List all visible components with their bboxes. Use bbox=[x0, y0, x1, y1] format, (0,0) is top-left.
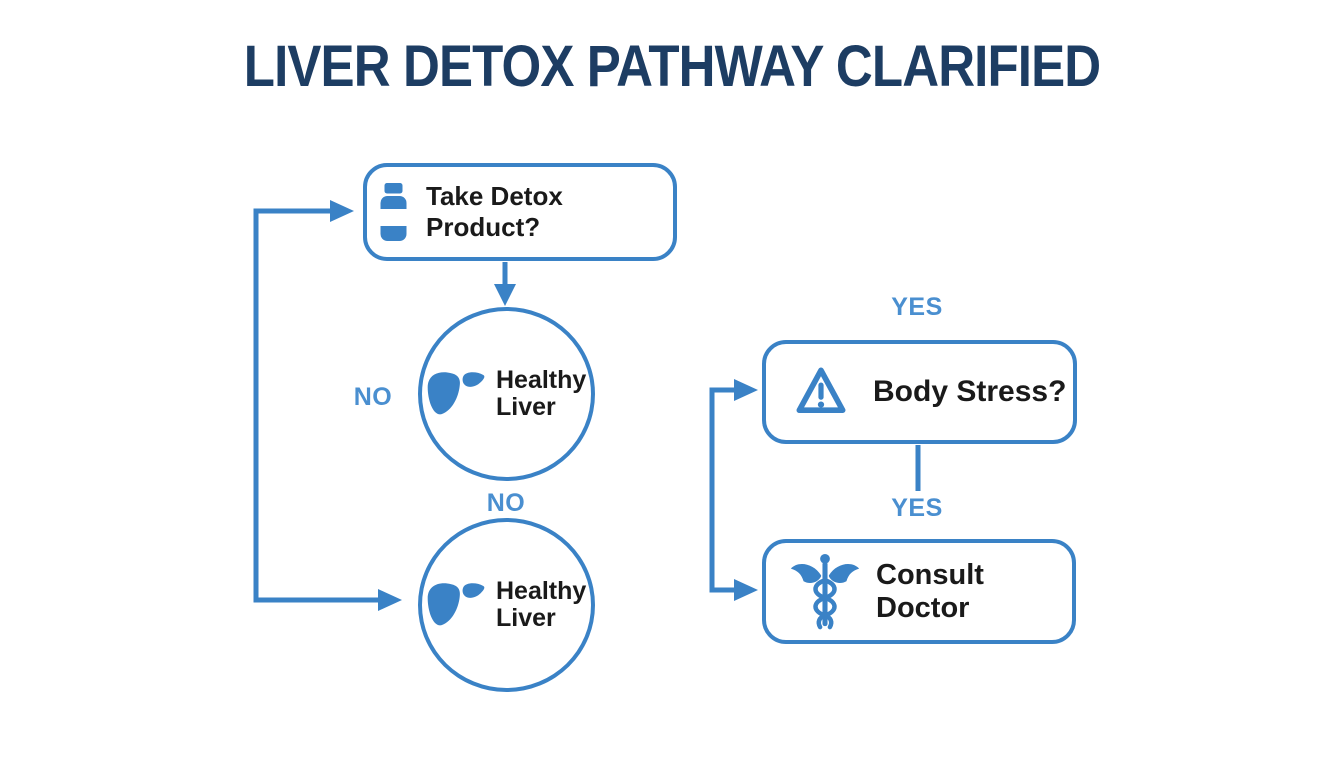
arrowhead bbox=[330, 200, 354, 222]
edge-label-yes-above-consult-doctor: YES bbox=[891, 494, 943, 522]
liver-icon bbox=[425, 370, 487, 418]
node-label: Healthy Liver bbox=[496, 576, 587, 632]
node-label: Body Stress? bbox=[873, 375, 1067, 408]
arrowhead bbox=[734, 379, 758, 401]
edge-right-branch bbox=[709, 387, 736, 593]
arrowhead bbox=[378, 589, 402, 611]
pill-bottle-icon bbox=[380, 183, 407, 241]
node-label: Take Detox Product? bbox=[426, 181, 563, 242]
edge-left-loop bbox=[253, 208, 380, 603]
page-title: LIVER DETOX PATHWAY CLARIFIED bbox=[243, 34, 1101, 99]
node-consult-doctor: Consult Doctor bbox=[762, 539, 1076, 644]
caduceus-icon bbox=[788, 553, 862, 631]
node-healthy-liver-top: Healthy Liver bbox=[418, 307, 595, 481]
node-label: Consult Doctor bbox=[876, 558, 984, 624]
edge-label-yes-above-body-stress: YES bbox=[891, 293, 943, 321]
arrowhead bbox=[734, 579, 758, 601]
node-label: Healthy Liver bbox=[496, 365, 587, 421]
arrowhead bbox=[494, 284, 516, 306]
edge-label-no-between-circles: NO bbox=[486, 489, 526, 517]
warning-triangle-icon bbox=[795, 363, 847, 421]
node-body-stress: Body Stress? bbox=[762, 340, 1077, 444]
edge-label-no-left: NO bbox=[353, 383, 393, 411]
node-healthy-liver-bottom: Healthy Liver bbox=[418, 518, 595, 692]
node-take-detox-product: Take Detox Product? bbox=[363, 163, 677, 261]
liver-icon bbox=[425, 581, 487, 629]
